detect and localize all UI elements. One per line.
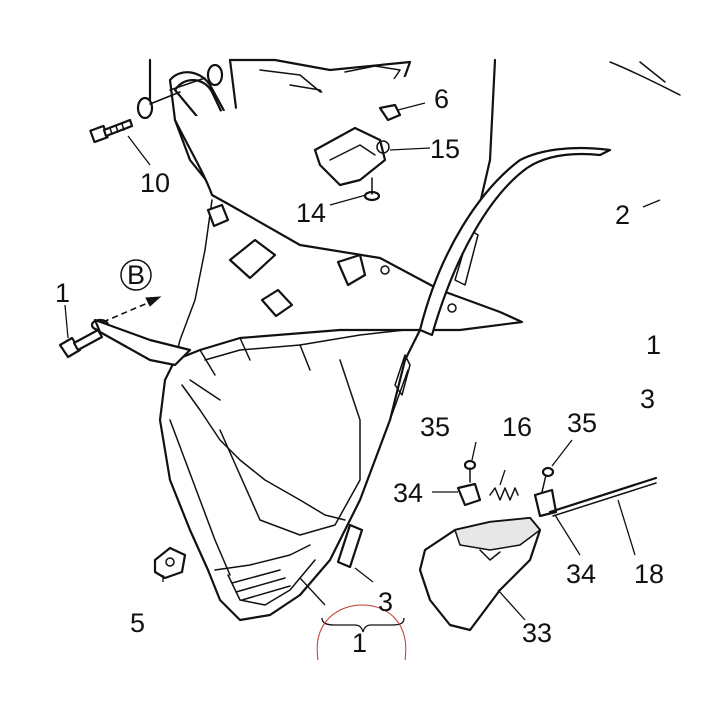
highlight-circle <box>316 604 407 661</box>
screw-35-left <box>463 459 477 483</box>
clip-6 <box>378 103 402 122</box>
label-18: 18 <box>634 559 664 589</box>
label-5: 5 <box>130 608 145 638</box>
bolt-10 <box>89 118 134 144</box>
label-2: 2 <box>615 200 630 230</box>
spring-16 <box>489 469 519 501</box>
washer-and-pin <box>136 63 224 120</box>
label-34-right: 34 <box>566 559 596 589</box>
screw-35-right <box>541 466 555 493</box>
label-3: 3 <box>378 587 393 617</box>
label-15: 15 <box>430 134 460 164</box>
inner-fairing-panel <box>158 58 524 622</box>
label-35-right: 35 <box>567 408 597 438</box>
mounting-plate-15 <box>313 126 390 187</box>
label-33: 33 <box>522 618 552 648</box>
clamp-34-left <box>456 482 482 507</box>
cable-cover-33 <box>418 516 542 632</box>
seal-strip-3 <box>336 523 374 583</box>
view-reference-b: B <box>120 259 152 291</box>
label-1-left: 1 <box>55 278 70 308</box>
label-35-left: 35 <box>420 412 450 442</box>
label-35-partial: 3 <box>640 384 655 414</box>
bolt-1 <box>58 318 192 367</box>
group-brace <box>321 617 405 633</box>
label-10: 10 <box>140 168 170 198</box>
label-17-partial: 1 <box>646 330 661 360</box>
label-B: B <box>127 260 145 290</box>
speed-nut-5 <box>153 546 187 580</box>
throttle-cable-18 <box>548 476 658 517</box>
label-6: 6 <box>434 84 449 114</box>
clamp-34-right <box>533 488 558 518</box>
side-frame-rail <box>418 61 681 337</box>
label-16: 16 <box>502 412 532 442</box>
label-14: 14 <box>296 198 326 228</box>
label-1-bottom: 1 <box>352 628 367 658</box>
screw-14 <box>363 177 381 202</box>
label-34-left: 34 <box>393 478 423 508</box>
